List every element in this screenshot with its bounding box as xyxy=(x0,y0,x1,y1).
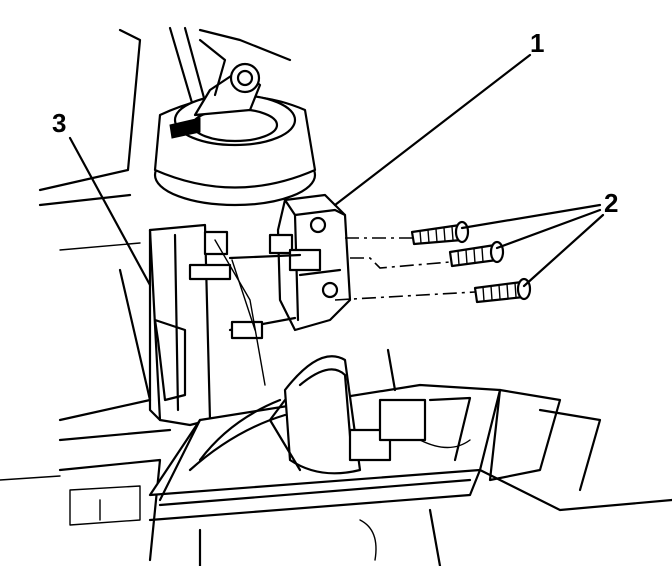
callout-1: 1 xyxy=(530,28,544,58)
screw-middle xyxy=(448,240,505,268)
leader-3 xyxy=(68,136,152,287)
leader-2a xyxy=(460,203,602,230)
screw-top xyxy=(410,220,470,246)
leader-2b xyxy=(495,208,602,250)
callout-2: 2 xyxy=(604,188,618,218)
screw-bottom xyxy=(473,277,532,304)
screws xyxy=(334,220,532,304)
callout-3: 3 xyxy=(52,108,66,138)
mounting-bracket xyxy=(148,223,232,427)
blower-cone xyxy=(188,348,471,475)
leader-1 xyxy=(333,53,532,207)
leader-2c xyxy=(522,213,605,288)
leader-lines xyxy=(68,53,605,288)
actuator xyxy=(214,193,352,386)
blower-motor-housing xyxy=(153,38,317,207)
